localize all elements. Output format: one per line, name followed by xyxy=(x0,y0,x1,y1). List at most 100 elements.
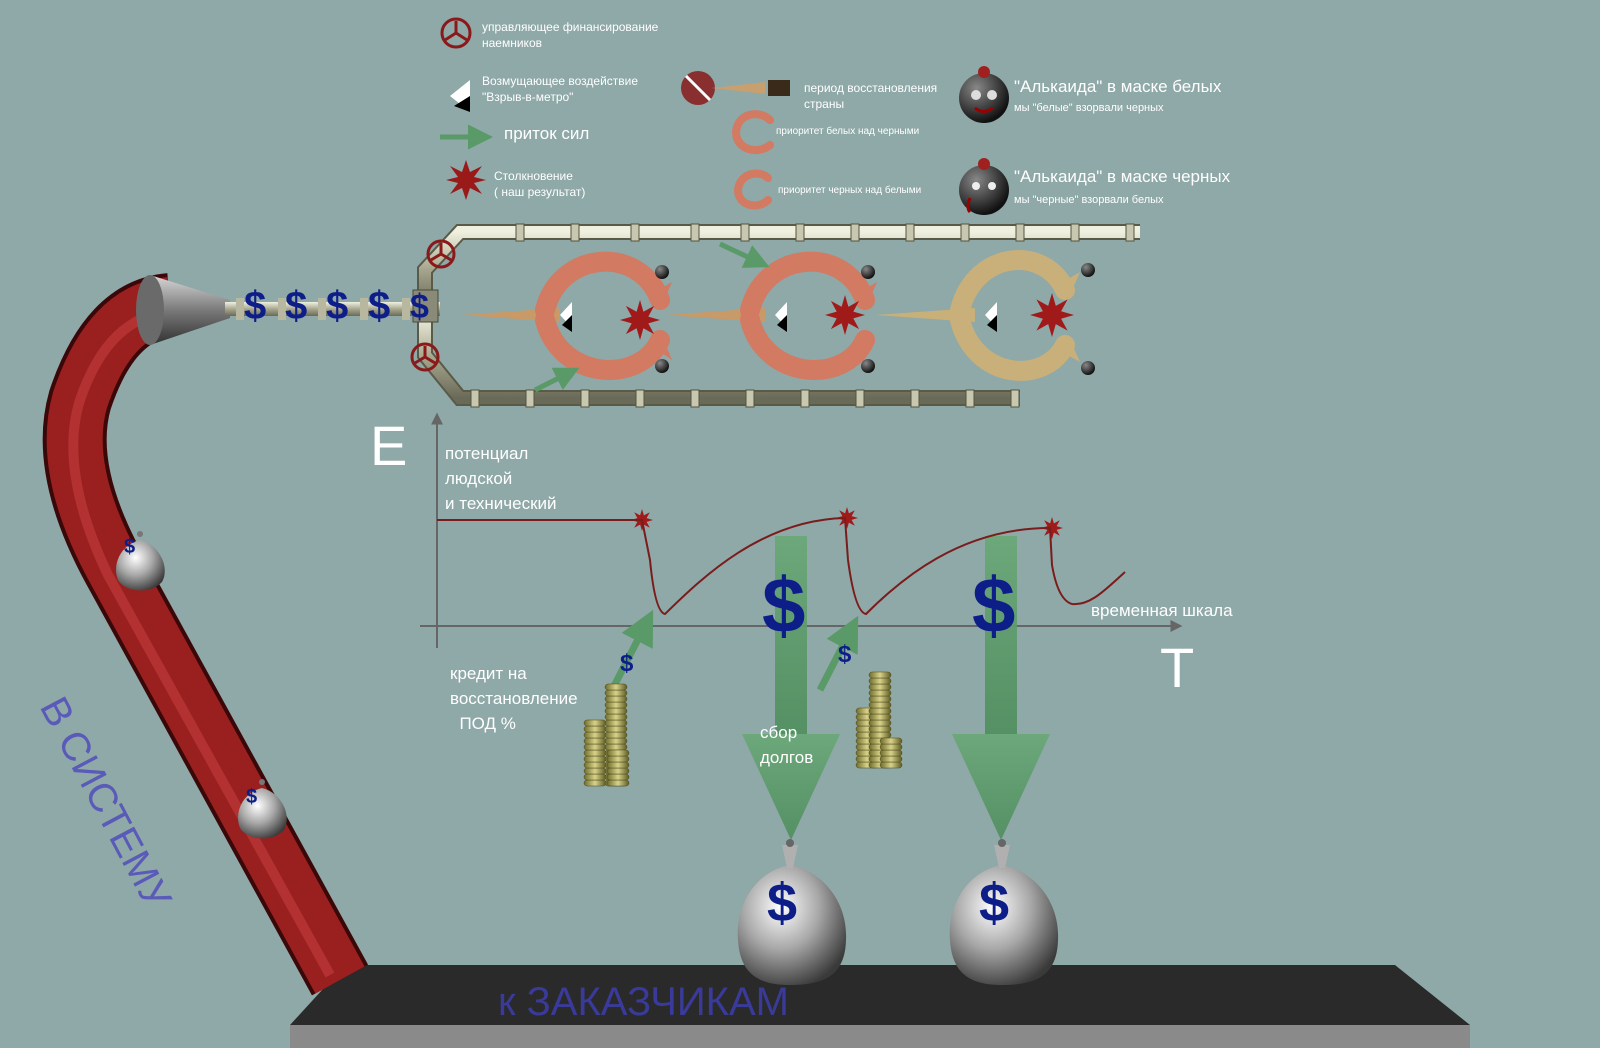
collision-star-icon xyxy=(1030,293,1074,337)
coin xyxy=(584,732,606,738)
pipe-joint xyxy=(526,390,534,407)
legend-alqaeda-black-sub: мы "черные" взорвали белых xyxy=(1014,194,1164,206)
pipe-joint xyxy=(471,390,479,407)
coin xyxy=(605,684,627,690)
red-pipe xyxy=(73,305,340,980)
coin xyxy=(607,780,629,786)
dollar-icon: $ xyxy=(979,872,1009,934)
y-axis-letter: E xyxy=(370,418,407,474)
pipe-joint xyxy=(801,390,809,407)
legend-recovery-label: период восстановления страны xyxy=(804,80,937,112)
coin xyxy=(584,750,606,756)
coin xyxy=(869,696,891,702)
black-priority-icon xyxy=(738,174,768,206)
coin xyxy=(584,780,606,786)
disturbance-icon xyxy=(560,302,572,332)
coin xyxy=(869,720,891,726)
dollar-icon: $ xyxy=(410,288,429,327)
coin xyxy=(607,750,629,756)
dollar-icon: $ xyxy=(246,786,257,809)
dollar-icon: $ xyxy=(762,560,805,651)
coin xyxy=(605,732,627,738)
coin-stack-icon xyxy=(584,672,902,786)
coin xyxy=(605,708,627,714)
coin xyxy=(869,732,891,738)
y-axis-label: потенциал людской и технический xyxy=(445,441,557,516)
pipe-joint xyxy=(966,390,974,407)
coin xyxy=(869,672,891,678)
dollar-icon: $ xyxy=(838,641,851,669)
coin xyxy=(584,744,606,750)
x-axis-label: временная шкала xyxy=(1091,598,1233,623)
pipe-joint xyxy=(851,224,859,241)
coin xyxy=(605,714,627,720)
to-customers-label: к ЗАКАЗЧИКАМ xyxy=(498,980,789,1025)
legend-alqaeda-black-title: "Алькаида" в маске черных xyxy=(1014,167,1230,187)
bomb-white-mask-icon xyxy=(959,66,1009,123)
coin xyxy=(880,738,902,744)
white-priority-icon xyxy=(736,114,770,150)
coin xyxy=(605,690,627,696)
pipe-joint xyxy=(911,390,919,407)
pipe-joint xyxy=(906,224,914,241)
coin xyxy=(584,726,606,732)
coin xyxy=(607,756,629,762)
dollar-icon: $ xyxy=(285,284,307,329)
legend-collision-label: Столкновение ( наш результат) xyxy=(494,168,585,200)
pipe-joint xyxy=(746,390,754,407)
coin xyxy=(869,714,891,720)
coin xyxy=(880,750,902,756)
pipe-joint xyxy=(1071,224,1079,241)
coin xyxy=(607,768,629,774)
collision-star-icon xyxy=(825,295,865,335)
coin xyxy=(605,726,627,732)
coin xyxy=(605,720,627,726)
legend-inflow-label: приток сил xyxy=(504,124,589,144)
coin xyxy=(869,726,891,732)
coin xyxy=(605,744,627,750)
coin xyxy=(880,756,902,762)
pipe-joint xyxy=(636,390,644,407)
dollar-icon: $ xyxy=(620,650,633,678)
valve-icon xyxy=(442,19,470,47)
coin xyxy=(869,708,891,714)
credit-arrow-icon xyxy=(612,616,855,690)
coin xyxy=(880,744,902,750)
recovery-icon xyxy=(681,71,790,105)
legend-disturbance-label: Возмущающее воздействие "Взрыв-в-метро" xyxy=(482,73,638,105)
pipe-joint xyxy=(581,390,589,407)
coin xyxy=(584,738,606,744)
legend-alqaeda-white-sub: мы "белые" взорвали черных xyxy=(1014,102,1164,114)
legend-white-priority-label: приоритет белых над черными xyxy=(776,126,919,137)
pipe-joint xyxy=(691,390,699,407)
coin xyxy=(880,762,902,768)
collision-star-icon xyxy=(446,160,486,200)
cone-nozzle xyxy=(136,275,230,345)
pipe-joint xyxy=(856,390,864,407)
coin xyxy=(584,762,606,768)
collision-star-icon xyxy=(620,300,660,340)
coin xyxy=(584,774,606,780)
pipe-joint xyxy=(796,224,804,241)
bomb-black-mask-icon xyxy=(959,158,1009,215)
dollar-icon: $ xyxy=(368,284,390,329)
coin xyxy=(584,720,606,726)
dollar-icon: $ xyxy=(326,284,348,329)
coin xyxy=(869,690,891,696)
pipe-joint xyxy=(631,224,639,241)
x-axis-letter: T xyxy=(1160,640,1194,696)
dollar-icon: $ xyxy=(767,872,797,934)
coin xyxy=(869,702,891,708)
coin xyxy=(584,768,606,774)
collision-stars xyxy=(620,293,1074,539)
pipe-joint xyxy=(691,224,699,241)
pipe-joint xyxy=(741,224,749,241)
coin xyxy=(584,756,606,762)
cycle-bombs xyxy=(655,263,1095,375)
legend-valve-label: управляющее финансирование наемников xyxy=(482,19,658,51)
legend-black-priority-label: приоритет черных над белыми xyxy=(778,185,921,196)
disturbance-icon xyxy=(775,302,787,332)
coin xyxy=(607,762,629,768)
coin xyxy=(605,738,627,744)
